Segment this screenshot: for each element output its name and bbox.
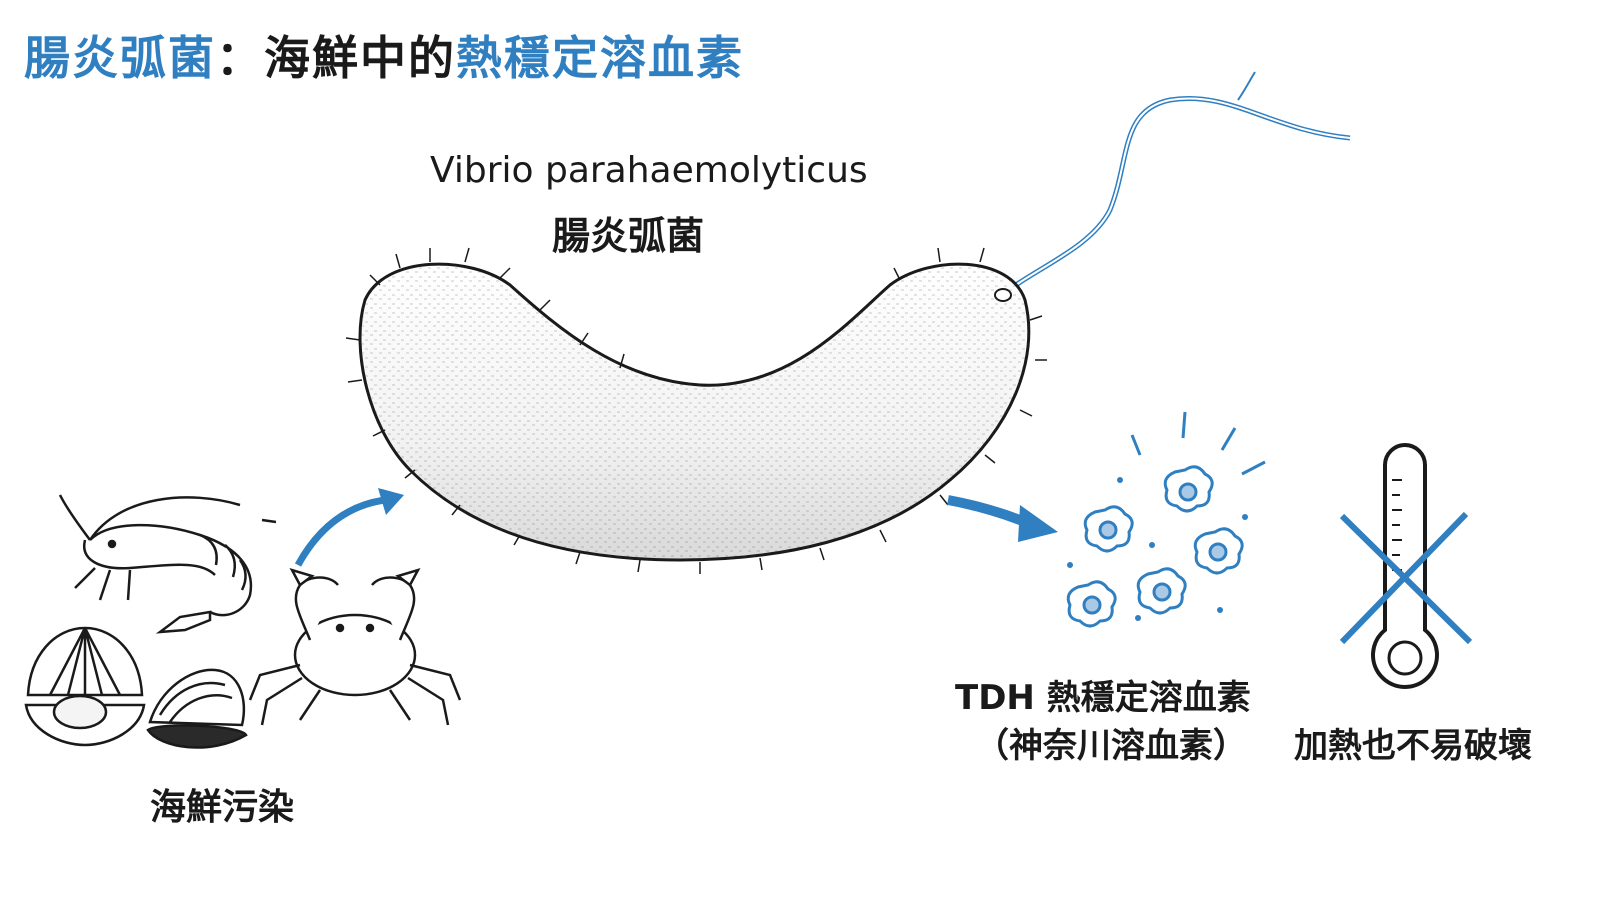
arrow-seafood-to-bacterium-icon (294, 488, 404, 567)
heat-label: 加熱也不易破壞 (1294, 726, 1532, 766)
flagellum-icon (1000, 71, 1351, 298)
shrimp-icon (58, 494, 277, 634)
toxin-sub-label: （神奈川溶血素） (975, 726, 1247, 766)
title-toxin: 熱穩定溶血素 (456, 31, 744, 85)
crab-icon (248, 567, 462, 726)
bacterium-icon (345, 247, 1047, 574)
clam-icon (146, 668, 248, 749)
toxin-particles-icon (1066, 411, 1266, 628)
crossed-thermometer-icon (1339, 443, 1473, 689)
scallop-icon (24, 626, 146, 747)
bacterium-chinese-name: 腸炎弧菌 (552, 214, 705, 258)
seafood-label: 海鮮污染 (150, 787, 295, 828)
title-bacterium: 腸炎弧菌 (24, 31, 216, 85)
arrow-bacterium-to-toxin-icon (947, 495, 1058, 542)
page-title: 腸炎弧菌：海鮮中的熱穩定溶血素 (24, 22, 744, 88)
toxin-label: TDH 熱穩定溶血素 (955, 678, 1251, 718)
title-middle: 海鮮中的 (264, 31, 456, 85)
bacterium-latin-name: Vibrio parahaemolyticus (430, 150, 868, 191)
title-separator: ： (216, 31, 264, 85)
